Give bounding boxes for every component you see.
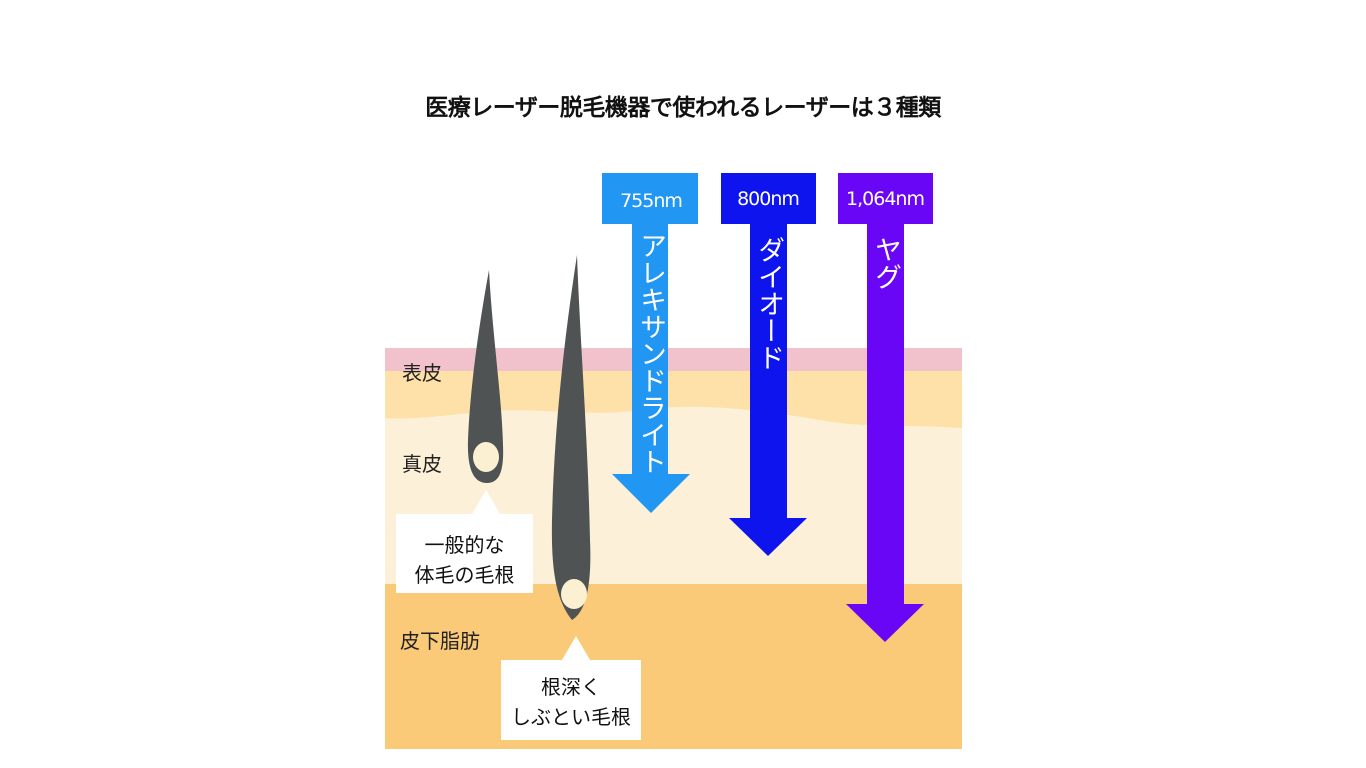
laser-name-yag: ヤグ: [870, 236, 901, 290]
callout-normal-line2: 体毛の毛根: [414, 563, 515, 587]
long-hair-bulb: [561, 579, 587, 609]
long-hair: [551, 255, 591, 620]
laser-name-diode: ダイオード: [753, 236, 784, 371]
wavelength-label-1064: 1,064nm: [846, 188, 924, 210]
short-hair-bulb: [473, 442, 499, 472]
callout-deep-root: 根深く しぶとい毛根: [501, 660, 641, 740]
callout-deep-line1: 根深く: [541, 675, 601, 699]
short-hair: [467, 270, 504, 483]
laser-arrow-1064: 1,064nm: [838, 173, 933, 642]
callout-normal-line1: 一般的な: [424, 533, 505, 557]
callout-deep-pointer: [562, 636, 590, 660]
laser-name-alexandrite: アレキサンドライト: [635, 232, 666, 475]
callout-deep-line2: しぶとい毛根: [511, 705, 631, 729]
callout-normal-pointer: [472, 490, 500, 514]
subcutaneous-label: 皮下脂肪: [400, 629, 480, 653]
callout-normal-root: 一般的な 体毛の毛根: [396, 514, 533, 593]
page-title: 医療レーザー脱毛機器で使われるレーザーは３種類: [425, 95, 941, 121]
upper-dermis-layer: [385, 370, 962, 428]
laser-arrow-755: 755nm: [602, 173, 698, 513]
epidermis-label: 表皮: [402, 361, 442, 385]
wavelength-label-755: 755nm: [620, 190, 682, 212]
dermis-label: 真皮: [402, 452, 442, 476]
epidermis-layer: [385, 348, 962, 371]
laser-arrow-800: 800nm: [721, 173, 816, 556]
wavelength-label-800: 800nm: [737, 188, 799, 210]
